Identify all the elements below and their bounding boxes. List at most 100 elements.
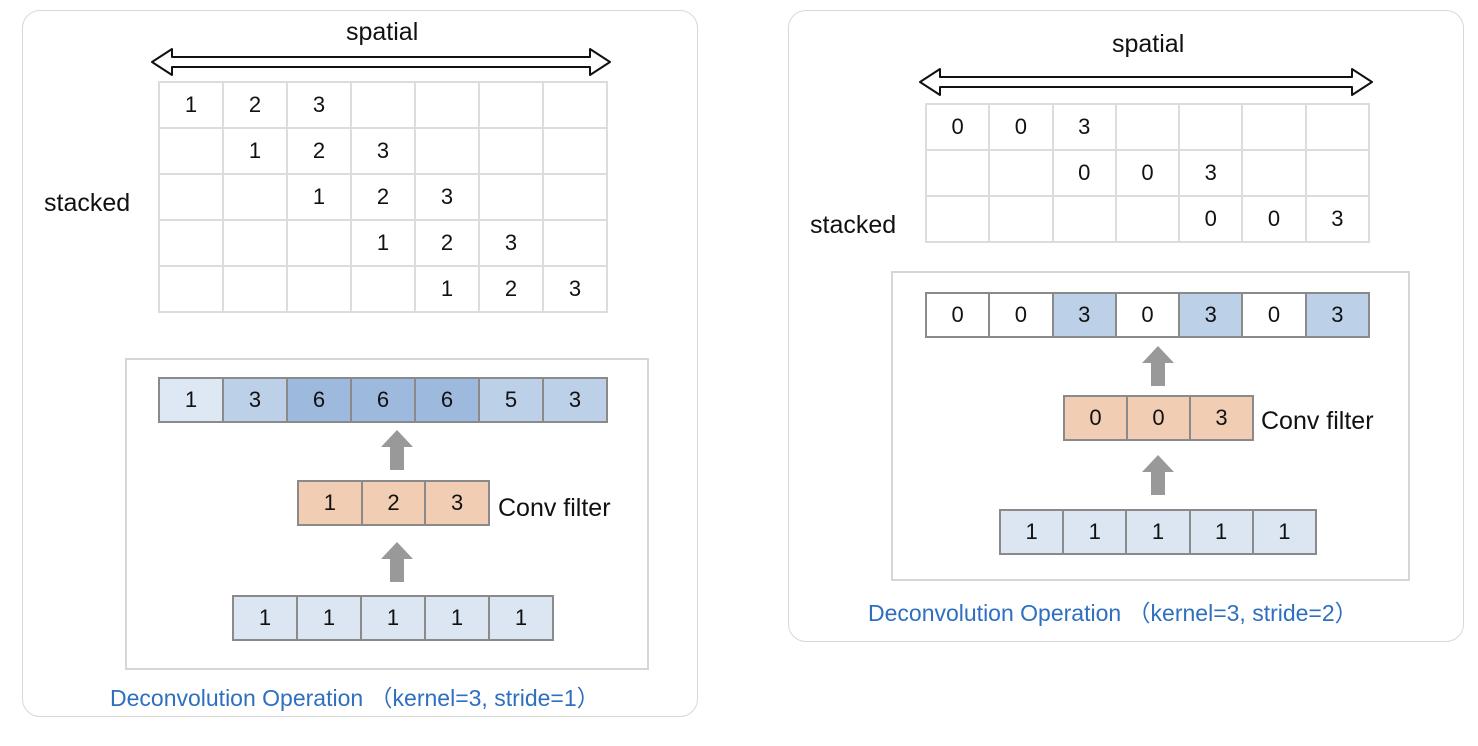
grid-cell: 0	[1114, 149, 1181, 197]
input-cell: 1	[1188, 509, 1254, 555]
right-spatial-label: spatial	[1112, 30, 1185, 58]
output-cell: 5	[478, 377, 544, 423]
left-stacked-label: stacked	[44, 189, 131, 217]
grid-cell: 0	[1241, 195, 1307, 243]
grid-cell: 2	[222, 81, 288, 129]
grid-cell	[414, 81, 480, 129]
grid-cell	[924, 195, 991, 243]
right-filter-label: Conv filter	[1261, 407, 1374, 435]
grid-cell	[924, 149, 991, 197]
output-cell: 3	[542, 377, 608, 423]
input-cell: 1	[232, 595, 298, 641]
grid-cell	[158, 173, 224, 221]
grid-cell	[286, 265, 352, 313]
grid-cell	[1241, 103, 1307, 151]
left-spatial-double-arrow-icon	[150, 46, 612, 78]
right-up-arrow-icon	[1142, 346, 1174, 386]
right-caption: Deconvolution Operation （kernel=3, strid…	[868, 600, 1358, 626]
output-cell: 6	[414, 377, 480, 423]
grid-cell: 1	[286, 173, 352, 221]
grid-cell	[478, 81, 544, 129]
grid-cell: 3	[350, 127, 416, 175]
output-cell: 0	[924, 292, 991, 338]
grid-cell	[478, 173, 544, 221]
output-cell: 1	[158, 377, 224, 423]
grid-cell	[222, 265, 288, 313]
grid-cell	[414, 127, 480, 175]
input-cell: 1	[1125, 509, 1191, 555]
grid-cell	[158, 265, 224, 313]
grid-cell	[222, 173, 288, 221]
grid-cell	[1178, 103, 1244, 151]
grid-cell: 3	[414, 173, 480, 221]
grid-cell	[158, 127, 224, 175]
output-cell: 3	[1178, 292, 1244, 338]
filter-cell: 3	[1189, 395, 1254, 441]
grid-cell	[988, 195, 1054, 243]
grid-cell: 0	[924, 103, 991, 151]
right-up-arrow-icon-2	[1142, 455, 1174, 495]
grid-cell: 3	[542, 265, 608, 313]
grid-cell	[1241, 149, 1307, 197]
input-cell: 1	[1251, 509, 1318, 555]
input-cell: 1	[1062, 509, 1128, 555]
grid-cell	[478, 127, 544, 175]
grid-cell: 3	[478, 219, 544, 267]
grid-cell: 0	[1178, 195, 1244, 243]
grid-cell: 1	[414, 265, 480, 313]
grid-cell: 0	[1051, 149, 1117, 197]
left-up-arrow-icon-2	[381, 542, 413, 582]
grid-cell	[1114, 103, 1181, 151]
output-cell: 0	[1114, 292, 1181, 338]
output-cell: 3	[1304, 292, 1371, 338]
output-cell: 0	[988, 292, 1054, 338]
grid-cell	[350, 81, 416, 129]
right-stacked-label: stacked	[810, 211, 897, 239]
input-cell: 1	[360, 595, 426, 641]
grid-cell	[542, 81, 608, 129]
grid-cell	[542, 173, 608, 221]
grid-cell	[1051, 195, 1117, 243]
filter-cell: 1	[297, 480, 363, 526]
left-filter-label: Conv filter	[498, 494, 611, 522]
grid-cell	[1304, 149, 1371, 197]
grid-cell: 1	[350, 219, 416, 267]
grid-cell	[286, 219, 352, 267]
grid-cell: 2	[414, 219, 480, 267]
filter-cell: 0	[1126, 395, 1191, 441]
left-spatial-label: spatial	[346, 18, 419, 46]
filter-cell: 3	[424, 480, 490, 526]
grid-cell	[158, 219, 224, 267]
input-cell: 1	[296, 595, 362, 641]
grid-cell	[1114, 195, 1181, 243]
grid-cell	[350, 265, 416, 313]
filter-cell: 2	[360, 480, 427, 526]
left-caption: Deconvolution Operation （kernel=3, strid…	[110, 685, 600, 711]
grid-cell	[542, 219, 608, 267]
grid-cell: 3	[286, 81, 352, 129]
input-cell: 1	[998, 509, 1065, 555]
output-cell: 3	[1051, 292, 1117, 338]
output-cell: 6	[350, 377, 416, 423]
output-cell: 6	[286, 377, 352, 423]
grid-cell: 3	[1304, 195, 1371, 243]
grid-cell: 1	[222, 127, 288, 175]
output-cell: 0	[1241, 292, 1307, 338]
input-cell: 1	[488, 595, 554, 641]
grid-cell: 2	[478, 265, 544, 313]
input-cell: 1	[424, 595, 490, 641]
